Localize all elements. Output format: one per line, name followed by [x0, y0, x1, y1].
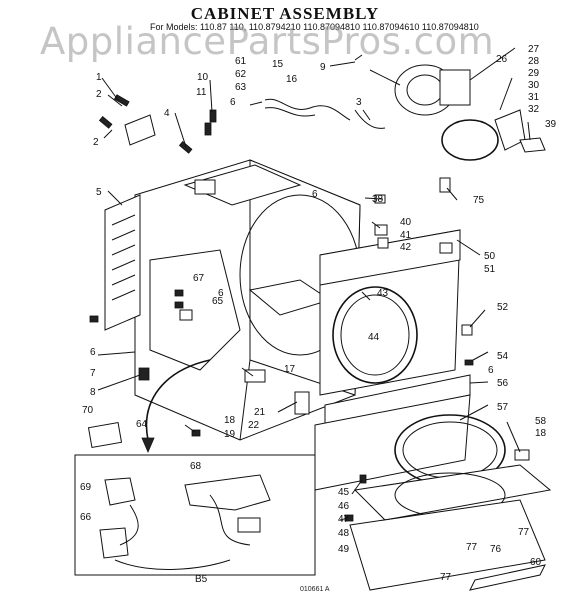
callout-76: 76 — [490, 544, 502, 555]
callout-2: 2 — [96, 89, 102, 100]
callout-52: 52 — [497, 302, 509, 313]
callout-50: 50 — [484, 251, 496, 262]
callout-11: 11 — [196, 87, 207, 98]
callout-77b: 77 — [466, 542, 478, 553]
callout-28: 28 — [528, 56, 540, 67]
callout-6a: 6 — [230, 97, 236, 108]
callout-29: 29 — [528, 68, 540, 79]
callout-48: 48 — [338, 528, 350, 539]
callout-63: 63 — [235, 82, 247, 93]
front-panel — [319, 229, 473, 396]
top-bracket — [98, 94, 217, 154]
inset-label: B5 — [195, 574, 208, 585]
callout-49: 49 — [338, 544, 350, 555]
callout-54: 54 — [497, 351, 509, 362]
wire-harness — [264, 98, 386, 129]
callout-38: 38 — [372, 194, 384, 205]
inset-arrowhead — [141, 437, 155, 454]
callout-46: 46 — [338, 501, 350, 512]
callout-58: 58 — [535, 416, 547, 427]
callout-6b: 6 — [312, 189, 318, 200]
callout-4: 4 — [164, 108, 170, 119]
callout-22: 22 — [248, 420, 260, 431]
callout-21: 21 — [254, 407, 266, 418]
callout-39: 39 — [545, 119, 557, 130]
callout-2b: 2 — [93, 137, 99, 148]
inset-arrow — [145, 359, 211, 441]
callout-10: 10 — [197, 72, 209, 83]
callout-47: 47 — [338, 514, 350, 525]
callout-66: 66 — [80, 512, 92, 523]
side-panel — [104, 194, 141, 331]
leader-lines — [97, 47, 531, 521]
callout-6c: 6 — [90, 347, 96, 358]
callout-27: 27 — [528, 44, 540, 55]
inset-box — [74, 421, 316, 576]
callout-70: 70 — [82, 405, 94, 416]
callout-18a: 18 — [224, 415, 236, 426]
callout-41: 41 — [400, 230, 412, 241]
callout-3: 3 — [356, 97, 362, 108]
callout-42: 42 — [400, 242, 412, 253]
callout-56: 56 — [497, 378, 509, 389]
callout-77c: 77 — [440, 572, 452, 583]
watermark: AppliancePartsPros.com — [40, 20, 495, 63]
callout-6d: 6 — [218, 288, 224, 299]
callout-67: 67 — [193, 273, 205, 284]
callout-44: 44 — [368, 332, 380, 343]
callout-45: 45 — [338, 487, 350, 498]
callout-31: 31 — [528, 92, 540, 103]
callout-77a: 77 — [518, 527, 530, 538]
diagram-title: CABINET ASSEMBLY — [190, 4, 380, 23]
callout-15: 15 — [272, 59, 284, 70]
callout-1: 1 — [96, 72, 102, 83]
callout-75: 75 — [473, 195, 485, 206]
callout-19: 19 — [224, 429, 236, 440]
callout-16: 16 — [286, 74, 298, 85]
callout-32: 32 — [528, 104, 540, 115]
callout-62: 62 — [235, 69, 247, 80]
callout-65: 65 — [212, 296, 224, 307]
small-parts — [89, 177, 530, 522]
model-list: For Models: 110.87 110, 110.8794210 110.… — [150, 22, 479, 32]
lower-panel — [314, 374, 471, 491]
callout-8: 8 — [90, 387, 96, 398]
callout-60: 60 — [530, 557, 542, 568]
callout-18b: 18 — [535, 428, 547, 439]
callout-57: 57 — [497, 402, 509, 413]
door-assembly — [349, 414, 552, 591]
callout-17: 17 — [284, 364, 296, 375]
callout-6e: 6 — [488, 365, 494, 376]
drawing-code: 010661 A — [300, 586, 330, 593]
callout-69: 69 — [80, 482, 92, 493]
callout-30: 30 — [528, 80, 540, 91]
callout-7: 7 — [90, 368, 96, 379]
callout-9: 9 — [320, 62, 326, 73]
callout-40: 40 — [400, 217, 412, 228]
callout-68: 68 — [190, 461, 202, 472]
callout-26: 26 — [496, 54, 508, 65]
motor-assembly — [354, 54, 546, 161]
callout-labels: 1 2 2 3 4 5 6 6 6 6 6 7 8 9 10 11 15 16 … — [80, 44, 557, 585]
callout-43: 43 — [377, 288, 389, 299]
callout-51: 51 — [484, 264, 496, 275]
callout-5: 5 — [96, 187, 102, 198]
callout-61: 61 — [235, 56, 247, 67]
callout-64: 64 — [136, 419, 148, 430]
